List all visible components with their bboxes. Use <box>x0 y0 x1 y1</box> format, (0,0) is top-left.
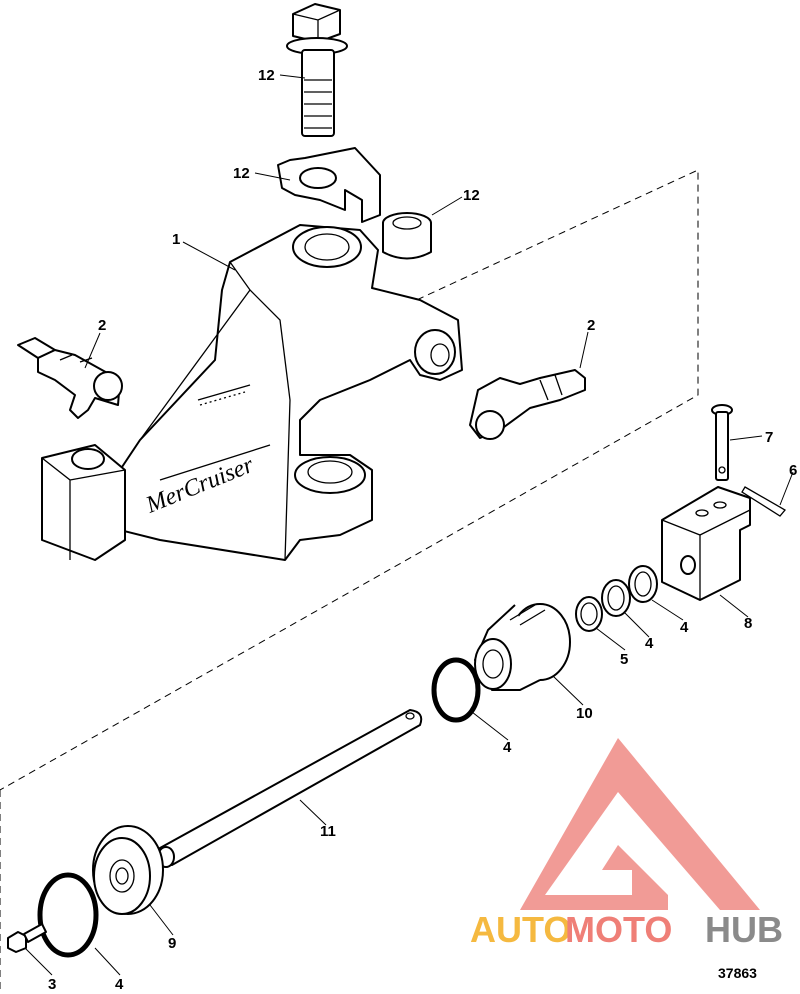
callout-6: 6 <box>789 462 797 479</box>
bushing <box>382 212 432 260</box>
figure-number: 37863 <box>718 965 757 981</box>
callout-10: 10 <box>576 705 593 722</box>
seal-ring-outer <box>628 565 658 603</box>
callout-11: 11 <box>320 823 336 840</box>
callout-7: 7 <box>765 429 773 446</box>
watermark-text-moto: MOTO <box>565 909 672 950</box>
callout-4-b: 4 <box>645 635 654 652</box>
callout-12-bolt: 12 <box>258 67 275 84</box>
end-cap <box>92 825 164 915</box>
piston-rod <box>157 709 423 868</box>
callout-12-lock-plate: 12 <box>233 165 250 182</box>
automotohub-watermark: AUTO MOTO HUB <box>470 738 783 950</box>
clevis-pin <box>711 404 733 481</box>
seal-ring-inner <box>601 579 631 617</box>
callout-labels: 12 12 12 1 2 2 7 6 8 4 4 5 10 4 11 9 4 3 <box>48 67 797 993</box>
tee-fitting-right <box>469 369 586 440</box>
callout-5: 5 <box>620 651 628 668</box>
watermark-text-auto: AUTO <box>470 909 571 950</box>
callout-3: 3 <box>48 976 56 993</box>
leader-lines <box>24 74 794 976</box>
housing-end-block <box>41 444 126 561</box>
watermark-logo-triangle <box>520 738 760 910</box>
callout-1: 1 <box>172 231 180 248</box>
o-ring-bottom <box>37 872 99 958</box>
callout-4-a: 4 <box>680 619 689 636</box>
clevis-block <box>661 486 751 601</box>
callout-8: 8 <box>744 615 752 632</box>
assembly-dashed-outline <box>0 169 699 990</box>
callout-4-d: 4 <box>115 976 124 993</box>
spacer-ring <box>575 596 603 632</box>
cotter-pin <box>741 486 786 517</box>
callout-2-right: 2 <box>587 317 595 334</box>
lock-plate <box>277 147 381 223</box>
callout-4-c: 4 <box>503 739 512 756</box>
callout-9: 9 <box>168 935 176 952</box>
piston <box>474 603 571 691</box>
screw <box>7 923 47 953</box>
o-ring-middle <box>431 657 481 723</box>
tee-fitting-left <box>17 337 123 419</box>
watermark-text-hub: HUB <box>705 909 783 950</box>
bracket-housing: MerCruiser <box>119 224 463 561</box>
callout-12-bushing: 12 <box>463 187 480 204</box>
callout-2-left: 2 <box>98 317 106 334</box>
bolt <box>286 3 348 137</box>
